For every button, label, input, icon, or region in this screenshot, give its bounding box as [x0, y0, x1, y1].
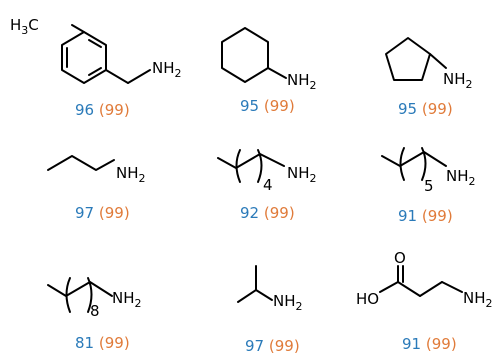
repeat-count: 8: [90, 302, 100, 320]
atom-nh2: NH2: [446, 167, 476, 188]
compound-7-structure: NH2 8: [47, 277, 142, 320]
compound-8-structure: NH2: [237, 265, 303, 313]
compound-2-label: 95 (99): [240, 97, 295, 115]
atom-nh2: NH2: [152, 59, 182, 80]
atom-h3c: H3C: [10, 16, 39, 37]
compound-8-label: 97 (99): [245, 337, 300, 355]
compound-2-structure: NH2: [221, 27, 317, 92]
atom-nh2: NH2: [287, 71, 317, 92]
atom-nh2: NH2: [273, 292, 303, 313]
repeat-count: 4: [263, 176, 273, 194]
compound-5-label: 92 (99): [240, 204, 295, 222]
atom-ho: HO: [356, 290, 379, 308]
compound-6-structure: NH2 5: [381, 147, 476, 195]
compound-7-label: 81 (99): [75, 334, 130, 352]
compound-5-structure: NH2 4: [217, 149, 317, 194]
compound-4-structure: NH2: [47, 155, 146, 185]
compound-1-structure: H3C NH2: [10, 16, 182, 84]
compound-3-label: 95 (99): [398, 100, 453, 118]
atom-nh2: NH2: [112, 289, 142, 310]
compound-6-label: 91 (99): [398, 207, 453, 225]
compound-4-label: 97 (99): [75, 204, 130, 222]
atom-nh2: NH2: [116, 164, 146, 185]
atom-nh2: NH2: [463, 289, 493, 310]
atom-nh2: NH2: [287, 164, 317, 185]
compound-9-label: 91 (99): [402, 335, 457, 353]
repeat-count: 5: [424, 177, 434, 195]
compound-3-structure: NH2: [385, 37, 473, 91]
atom-o: O: [394, 249, 406, 267]
compound-9-structure: HO O NH2: [356, 249, 493, 310]
atom-nh2: NH2: [443, 70, 473, 91]
compound-1-label: 96 (99): [75, 101, 130, 119]
